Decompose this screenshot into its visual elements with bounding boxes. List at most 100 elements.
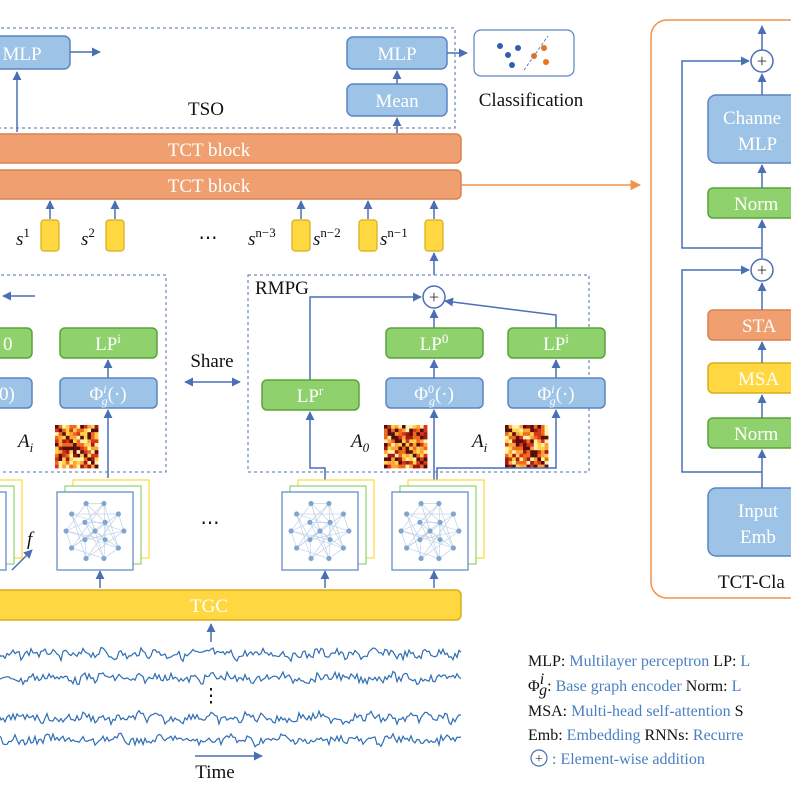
graph-edge: [401, 530, 454, 549]
heatmap-cell: [423, 446, 428, 451]
heatmap-cell: [94, 432, 99, 436]
heatmap-cell: [73, 443, 77, 447]
graph-edge: [104, 522, 119, 549]
f-axis-label: f: [27, 529, 35, 550]
heatmap-cell: [55, 450, 59, 454]
heatmap-cell: [420, 435, 424, 440]
heatmap-cell: [537, 461, 542, 465]
heatmap-cell: [505, 457, 509, 462]
heatmap-cell: [73, 464, 77, 469]
heatmap-cell: [76, 425, 81, 429]
heatmap-cell: [405, 443, 410, 447]
heatmap-cell: [508, 461, 513, 465]
tct-panel-border: [650, 19, 791, 599]
graph-node: [102, 537, 108, 543]
graph-node: [69, 511, 75, 517]
tct-block-bottom-label: TCT block: [168, 176, 251, 197]
graph-edge: [65, 503, 87, 532]
heatmap-cell: [398, 457, 403, 462]
heatmap-cell: [416, 453, 421, 458]
heatmap-cell: [387, 453, 392, 458]
heatmap-cell: [523, 428, 527, 433]
heatmap-cell: [416, 439, 421, 444]
heatmap-cell: [405, 446, 410, 451]
graph-edge: [291, 530, 331, 540]
heatmap-cell: [387, 446, 392, 451]
heatmap-cell: [58, 428, 63, 433]
heatmap-cell: [91, 428, 95, 433]
heatmap-cell: [505, 464, 509, 469]
norm-bottom-label: Norm: [734, 424, 779, 445]
heatmap-cell: [80, 432, 84, 436]
heatmap-cell: [523, 425, 527, 429]
heatmap-cell: [405, 432, 410, 436]
heatmap-cell: [402, 464, 406, 469]
graph-node: [307, 537, 313, 543]
heatmap-cell: [508, 432, 513, 436]
heatmap-cell: [523, 461, 527, 465]
heatmap-cell: [83, 439, 88, 444]
tso-mean-label: Mean: [375, 91, 419, 112]
heatmap-cell: [512, 453, 516, 458]
graph-edge: [71, 513, 87, 559]
heatmap-cell: [76, 446, 81, 451]
heatmap-cell: [73, 450, 77, 454]
heatmap-cell: [530, 443, 534, 447]
heatmap-cell: [65, 428, 70, 433]
heatmap-cell: [512, 457, 516, 462]
legend-add-icon: [530, 749, 548, 767]
graph-node: [450, 545, 456, 551]
heatmap-cell: [508, 425, 513, 429]
graph-edge: [309, 513, 344, 540]
heatmap-cell: [91, 450, 95, 454]
heatmap-cell: [526, 453, 531, 458]
graph-node: [456, 528, 462, 534]
heatmap-cell: [416, 428, 421, 433]
graph-edge: [309, 539, 312, 559]
residual-bottom: [681, 265, 762, 473]
input-emb-label-2: Emb: [740, 527, 776, 548]
heatmap-cell: [412, 457, 417, 462]
heatmap-cell: [515, 435, 520, 440]
heatmap-cell: [58, 457, 63, 462]
graph-edge: [420, 513, 454, 559]
msa-box: [707, 362, 791, 394]
graph-edge: [419, 503, 440, 523]
heatmap-cell: [541, 457, 545, 462]
heatmap-cell: [544, 450, 549, 454]
heatmap-cell: [62, 435, 66, 440]
Ai-label: Ai: [470, 431, 488, 455]
eeg-signal-trace: [0, 646, 462, 663]
heatmap-cell: [515, 450, 520, 454]
heatmap-cell: [533, 453, 538, 458]
tso-region: MLP MLP Mean Classification TSO: [0, 27, 584, 133]
token-box: [291, 219, 311, 252]
heatmap-cell: [541, 435, 545, 440]
heatmap-cell: [91, 453, 95, 458]
heatmap-cell: [537, 453, 542, 458]
heatmap-cell: [412, 425, 417, 429]
heatmap-cell: [515, 425, 520, 429]
heatmap-cell: [55, 439, 59, 444]
eeg-signal-trace: [0, 709, 461, 727]
token-box: [358, 219, 378, 252]
token-sn1: sn−1: [380, 200, 444, 252]
heatmap-cell: [505, 439, 509, 444]
graph-node: [101, 555, 107, 562]
A0-label: A0: [349, 431, 370, 455]
graph-edge: [406, 503, 440, 549]
heatmap-cell: [58, 432, 63, 436]
heatmap-cell: [83, 425, 88, 429]
heatmap-cell: [80, 428, 84, 433]
heatmap-cell: [394, 425, 399, 429]
heatmap-cell: [526, 435, 531, 440]
heatmap-cell: [544, 446, 549, 451]
heatmap-cell: [519, 443, 524, 447]
heatmap-cell: [94, 453, 99, 458]
Ai-heatmap: [505, 425, 549, 469]
heatmap-cell: [416, 443, 421, 447]
graph-edge: [290, 522, 311, 532]
heatmap-cell: [394, 428, 399, 433]
heatmap-cell: [512, 464, 516, 469]
heatmap-cell: [505, 432, 509, 436]
